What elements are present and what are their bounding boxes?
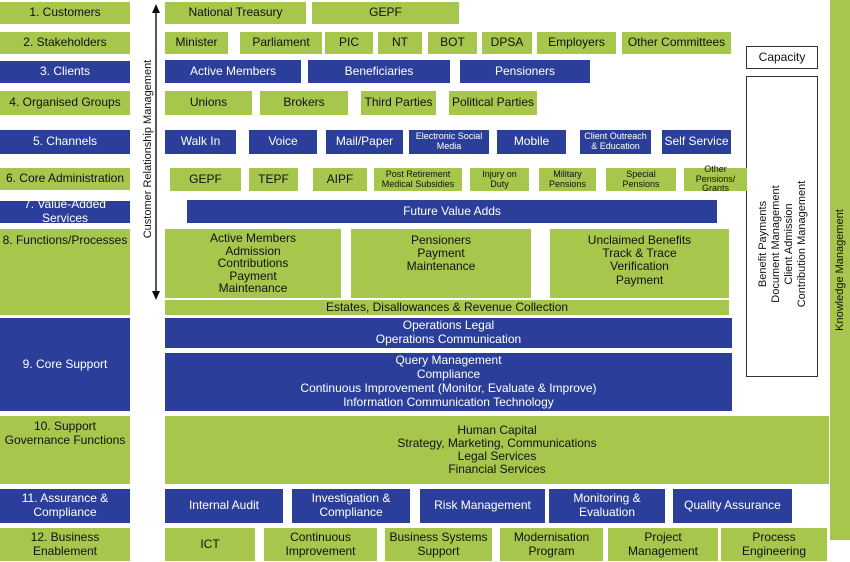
layer-label-core-support: 9. Core Support (0, 318, 130, 411)
capacity-item-client-admission: Client Admission (783, 203, 795, 285)
crm-label: Customer Relationship Management (142, 59, 154, 239)
stakeholder-other-committees: Other Committees (622, 32, 731, 54)
client-active-members: Active Members (165, 60, 301, 83)
layer-label-assurance-compliance: 11. Assurance & Compliance (0, 489, 130, 523)
layer-label-stakeholders: 2. Stakeholders (0, 32, 130, 54)
knowledge-management-bar (830, 0, 850, 540)
layer-label-business-enablement: 12. Business Enablement (0, 528, 130, 561)
core-support-line: Operations Legal (402, 318, 495, 333)
channel-client-outreach: Client Outreach & Education (580, 130, 651, 154)
channel-mobile: Mobile (497, 130, 566, 154)
group-political-parties: Political Parties (449, 91, 537, 115)
function-line: Pensioners (410, 233, 472, 247)
admin-other-pensions: Other Pensions/ Grants (684, 164, 747, 193)
enablement-business-systems-support: Business Systems Support (385, 528, 492, 561)
layer-label-core-administration: 6. Core Administration (0, 168, 130, 190)
function-line: Maintenance (218, 281, 288, 296)
capacity-header: Capacity (746, 46, 818, 69)
admin-aipf: AIPF (313, 168, 367, 191)
core-support-line: Compliance (416, 367, 481, 382)
assurance-quality: Quality Assurance (673, 489, 792, 523)
client-beneficiaries: Beneficiaries (308, 60, 450, 83)
client-pensioners: Pensioners (460, 60, 590, 83)
function-pensioners: Pensioners Payment Maintenance (351, 229, 531, 298)
layer-label-channels: 5. Channels (0, 130, 130, 154)
customer-national-treasury: National Treasury (165, 2, 306, 24)
group-third-parties: Third Parties (361, 91, 436, 115)
capacity-item-contribution-management: Contribution Management (796, 180, 809, 308)
core-support-query-management: Query Management Compliance Continuous I… (165, 353, 732, 411)
layer-label-customers: 1. Customers (0, 2, 130, 24)
core-support-line: Operations Communication (375, 332, 522, 346)
group-unions: Unions (165, 91, 252, 115)
stakeholder-minister: Minister (165, 32, 228, 54)
stakeholder-parliament: Parliament (240, 32, 322, 54)
core-support-line: Continuous Improvement (Monitor, Evaluat… (300, 381, 597, 395)
function-unclaimed-benefits: Unclaimed Benefits Track & Trace Verific… (550, 229, 729, 298)
layer-label-clients: 3. Clients (0, 61, 130, 83)
function-line: Unclaimed Benefits (587, 233, 692, 247)
assurance-risk-management: Risk Management (420, 489, 545, 523)
function-line: Verification (610, 259, 669, 274)
layer-label-support-governance: 10. Support Governance Functions (0, 416, 130, 484)
function-line: Active Members (209, 231, 297, 246)
channel-mail-paper: Mail/Paper (326, 130, 403, 154)
function-active-members: Active Members Admission Contributions P… (165, 229, 341, 298)
function-line: Admission (225, 243, 281, 258)
layer-label-organised-groups: 4. Organised Groups (0, 91, 130, 115)
function-line: Maintenance (406, 259, 476, 274)
function-line: Contributions (217, 256, 289, 271)
stakeholder-pic: PIC (325, 32, 373, 54)
stakeholder-nt: NT (378, 32, 422, 54)
assurance-investigation: Investigation & Compliance (292, 489, 410, 523)
stakeholder-dpsa: DPSA (482, 32, 532, 54)
enablement-continuous-improvement: Continuous Improvement (264, 528, 377, 561)
enablement-modernisation-program: Modernisation Program (500, 528, 603, 561)
admin-gepf: GEPF (170, 168, 241, 191)
core-support-operations: Operations Legal Operations Communicatio… (165, 318, 732, 348)
admin-post-retirement: Post Retirement Medical Subsidies (374, 168, 462, 191)
channel-self-service: Self Service (662, 130, 731, 154)
assurance-monitoring-evaluation: Monitoring & Evaluation (549, 489, 665, 523)
channel-electronic-social-media: Electronic Social Media (409, 130, 489, 154)
estates-bar: Estates, Disallowances & Revenue Collect… (165, 300, 729, 315)
enablement-ict: ICT (165, 528, 255, 561)
function-line: Payment (229, 268, 277, 283)
function-line: Track & Trace (602, 246, 677, 261)
governance-line: Human Capital (457, 422, 537, 437)
group-brokers: Brokers (260, 91, 348, 115)
admin-special-pensions: Special Pensions (606, 168, 676, 191)
future-value-adds: Future Value Adds (187, 200, 717, 223)
support-governance-box: Human Capital Strategy, Marketing, Commu… (165, 416, 829, 484)
enablement-process-engineering: Process Engineering (721, 528, 827, 561)
function-line: Payment (417, 246, 465, 261)
admin-tepf: TEPF (249, 168, 298, 191)
core-support-line: Information Communication Technology (343, 394, 554, 409)
enablement-project-management: Project Management (608, 528, 718, 561)
capacity-item-benefit-payments: Benefit Payments (756, 200, 769, 288)
crm-arrow (152, 4, 160, 300)
knowledge-management-label: Knowledge Management (834, 209, 846, 331)
customer-gepf: GEPF (312, 2, 459, 24)
capacity-item-document-management: Document Management (769, 185, 782, 303)
capacity-items: Benefit Payments Document Management Cli… (755, 94, 811, 394)
capacity-panel (746, 76, 818, 377)
layer-label-value-added-services: 7. Value-Added Services (0, 197, 130, 225)
governance-line: Strategy, Marketing, Communications (397, 435, 597, 450)
channel-walk-in: Walk In (165, 130, 236, 154)
governance-line: Financial Services (448, 462, 546, 477)
layer-label-functions-processes: 8. Functions/Processes (0, 229, 130, 315)
admin-military-pensions: Military Pensions (539, 168, 596, 191)
governance-line: Legal Services (457, 449, 537, 463)
stakeholder-employers: Employers (537, 32, 616, 54)
core-support-line: Query Management (395, 353, 502, 368)
admin-injury-on-duty: Injury on Duty (470, 168, 529, 191)
function-line: Payment (615, 272, 664, 287)
channel-voice: Voice (249, 130, 317, 154)
assurance-internal-audit: Internal Audit (165, 489, 283, 523)
stakeholder-bot: BOT (428, 32, 477, 54)
